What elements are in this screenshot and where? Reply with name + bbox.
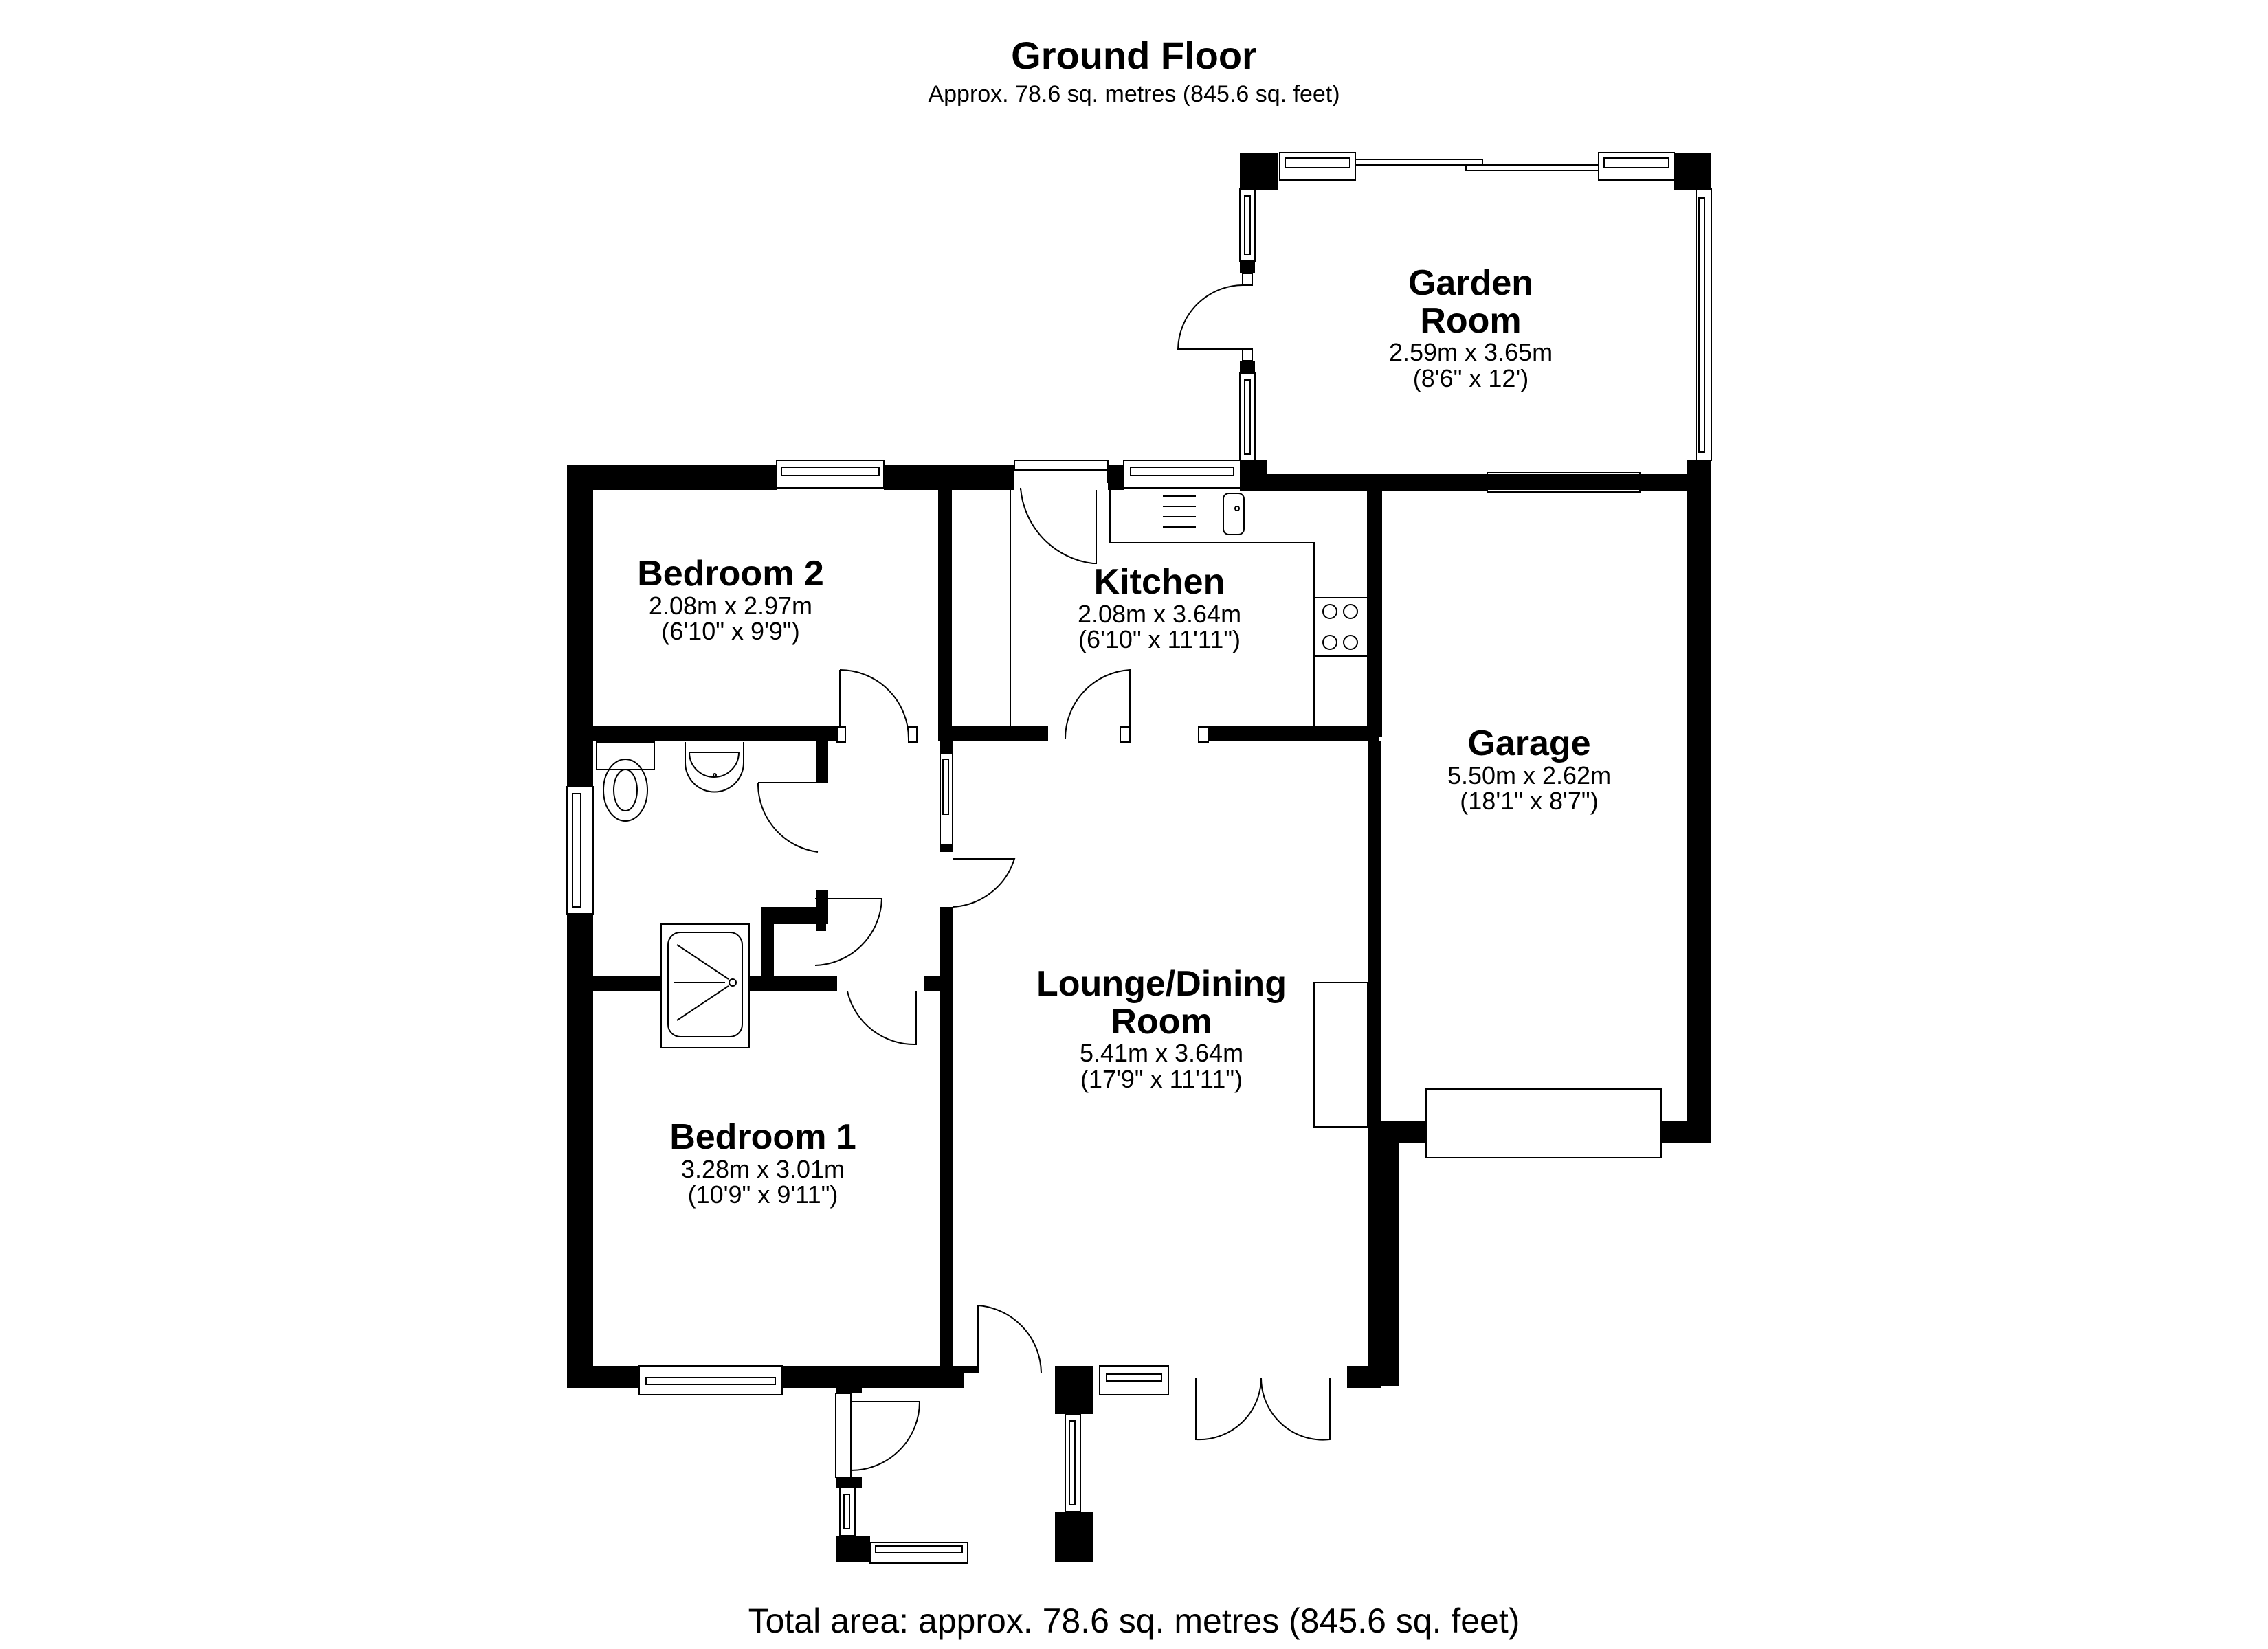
- room-dimensions-metric: 2.08m x 2.97m: [648, 591, 813, 620]
- total-area-footer: Total area: approx. 78.6 sq. metres (845…: [748, 1602, 1520, 1640]
- room-name: Garden: [1408, 263, 1534, 303]
- main-walls: [567, 465, 1711, 1562]
- fireplace-icon: [1313, 982, 1368, 1128]
- room-dimensions-metric: 2.08m x 3.64m: [1077, 599, 1242, 628]
- room-name: Room: [1111, 1001, 1212, 1042]
- room-name: Garage: [1467, 723, 1591, 763]
- room-label-kitchen: Kitchen 2.08m x 3.64m (6'10" x 11'11"): [1078, 563, 1241, 653]
- room-dimensions-metric: 2.59m x 3.65m: [1388, 338, 1553, 367]
- room-label-lounge-dining: Lounge/Dining Room 5.41m x 3.64m (17'9" …: [1036, 965, 1287, 1092]
- room-dimensions-imperial: (10'9" x 9'11"): [687, 1180, 838, 1209]
- kitchen-sink-icon: [1163, 493, 1245, 535]
- room-dimensions-metric: 3.28m x 3.01m: [680, 1154, 845, 1183]
- room-name: Bedroom 1: [669, 1117, 856, 1157]
- room-name: Bedroom 2: [637, 554, 824, 594]
- floor-area-subtitle: Approx. 78.6 sq. metres (845.6 sq. feet): [928, 81, 1340, 107]
- room-label-garage: Garage 5.50m x 2.62m (18'1" x 8'7"): [1447, 725, 1611, 814]
- main-windows: [566, 460, 1241, 1564]
- room-dimensions-imperial: (17'9" x 11'11"): [1080, 1064, 1243, 1093]
- floor-title: Ground Floor: [1011, 34, 1257, 77]
- room-dimensions-imperial: (6'10" x 9'9"): [661, 617, 800, 646]
- kitchen-units: [1010, 490, 1368, 726]
- garden-room-door: [1177, 273, 1253, 361]
- room-dimensions-imperial: (18'1" x 8'7"): [1460, 787, 1599, 816]
- room-label-garden-room: Garden Room 2.59m x 3.65m (8'6" x 12'): [1389, 265, 1553, 392]
- room-name: Kitchen: [1093, 562, 1225, 602]
- doors: [757, 460, 1331, 1471]
- room-dimensions-imperial: (8'6" x 12'): [1412, 363, 1529, 392]
- room-dimensions-metric: 5.41m x 3.64m: [1079, 1039, 1244, 1068]
- room-name: Room: [1420, 300, 1522, 341]
- room-dimensions-imperial: (6'10" x 11'11"): [1078, 625, 1241, 654]
- room-dimensions-metric: 5.50m x 2.62m: [1447, 761, 1612, 789]
- garage-door-icon: [1425, 1088, 1662, 1158]
- room-name: Lounge/Dining: [1036, 964, 1287, 1004]
- room-label-bedroom-1: Bedroom 1 3.28m x 3.01m (10'9" x 9'11"): [669, 1119, 856, 1208]
- shower-tray-icon: [660, 923, 750, 1048]
- room-label-bedroom-2: Bedroom 2 2.08m x 2.97m (6'10" x 9'9"): [637, 555, 824, 644]
- basin-icon: [685, 742, 744, 793]
- hob-icon: [1322, 604, 1358, 650]
- toilet-icon: [596, 741, 655, 822]
